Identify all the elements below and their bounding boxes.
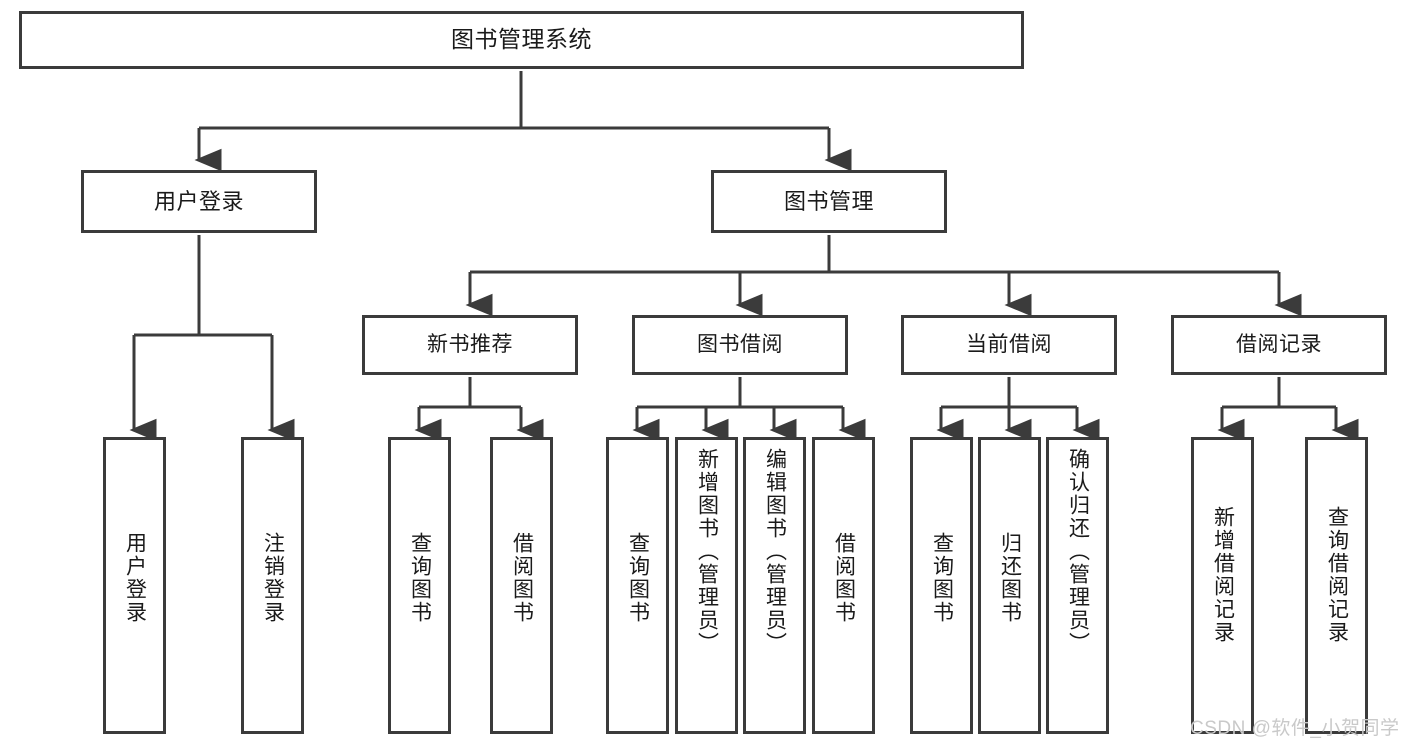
node-label: 新增图书（管理员） (695, 448, 719, 655)
node-label: 新书推荐 (427, 332, 513, 356)
node-label: 查询借阅记录 (1325, 506, 1349, 644)
leaf-current-confirm-return-admin[interactable]: 确认归还（管理员） (1046, 437, 1109, 734)
node-label: 当前借阅 (966, 332, 1052, 356)
node-book-management[interactable]: 图书管理 (711, 170, 947, 233)
node-label: 借阅记录 (1236, 332, 1322, 356)
node-borrow-record[interactable]: 借阅记录 (1171, 315, 1387, 375)
leaf-borrow-borrow-book[interactable]: 借阅图书 (812, 437, 875, 734)
node-label: 图书借阅 (697, 332, 783, 356)
node-label: 注销登录 (261, 532, 285, 624)
node-label: 图书管理 (783, 188, 874, 214)
node-label: 查询图书 (626, 532, 650, 624)
node-root-system[interactable]: 图书管理系统 (19, 11, 1024, 69)
leaf-user-login-login[interactable]: 用户登录 (103, 437, 166, 734)
leaf-borrow-query-book[interactable]: 查询图书 (606, 437, 669, 734)
leaf-record-add-record[interactable]: 新增借阅记录 (1191, 437, 1254, 734)
leaf-recommend-query-book[interactable]: 查询图书 (388, 437, 451, 734)
node-label: 借阅图书 (510, 532, 534, 624)
leaf-borrow-add-book-admin[interactable]: 新增图书（管理员） (675, 437, 738, 734)
node-label: 用户登录 (123, 532, 147, 624)
node-label: 确认归还（管理员） (1066, 448, 1090, 655)
node-label: 查询图书 (930, 532, 954, 624)
node-label: 借阅图书 (832, 532, 856, 624)
node-label: 归还图书 (998, 532, 1022, 624)
leaf-current-return-book[interactable]: 归还图书 (978, 437, 1041, 734)
node-new-book-recommend[interactable]: 新书推荐 (362, 315, 578, 375)
watermark-text: CSDN @软件_小贺同学 (1190, 718, 1400, 739)
node-current-borrow[interactable]: 当前借阅 (901, 315, 1117, 375)
node-label: 新增借阅记录 (1211, 506, 1235, 644)
node-label: 编辑图书（管理员） (763, 448, 787, 655)
node-book-borrow[interactable]: 图书借阅 (632, 315, 848, 375)
node-user-login[interactable]: 用户登录 (81, 170, 317, 233)
node-label: 图书管理系统 (451, 26, 592, 53)
node-label: 用户登录 (153, 188, 244, 214)
leaf-user-login-logout[interactable]: 注销登录 (241, 437, 304, 734)
leaf-record-query-record[interactable]: 查询借阅记录 (1305, 437, 1368, 734)
leaf-recommend-borrow-book[interactable]: 借阅图书 (490, 437, 553, 734)
node-label: 查询图书 (408, 532, 432, 624)
leaf-current-query-book[interactable]: 查询图书 (910, 437, 973, 734)
leaf-borrow-edit-book-admin[interactable]: 编辑图书（管理员） (743, 437, 806, 734)
